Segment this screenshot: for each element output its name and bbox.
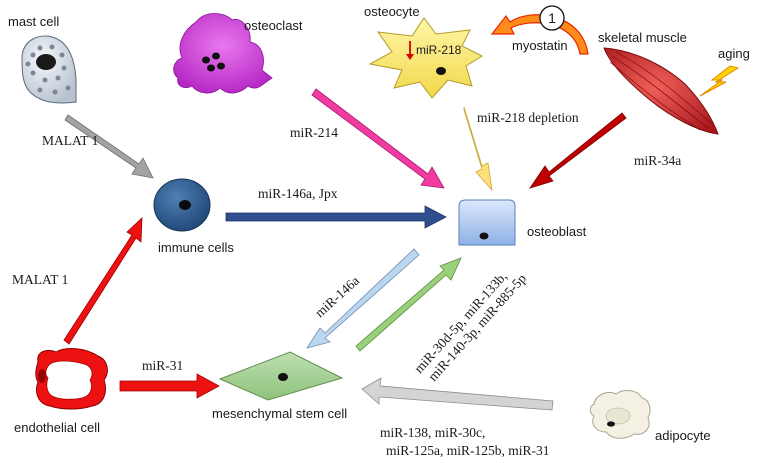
arrow-osteoblast-to-msc	[306, 248, 420, 349]
mir146a-jpx-label: miR-146a, Jpx	[258, 186, 338, 201]
mir31-label: miR-31	[142, 358, 183, 373]
arrow-adipocyte-to-msc	[361, 377, 554, 411]
osteocyte-inner-label: miR-218	[416, 43, 462, 57]
msc-osteoblast-label-2: miR-140-3p, miR-885-5p	[425, 271, 529, 384]
adipocyte-label-1: miR-138, miR-30c,	[380, 425, 485, 440]
osteoblast-label: osteoblast	[527, 224, 587, 239]
mir214-label: miR-214	[290, 125, 338, 140]
lightning-icon	[699, 65, 740, 97]
msc-label: mesenchymal stem cell	[212, 406, 347, 421]
endothelial-cell-icon	[35, 348, 108, 410]
aging-label: aging	[718, 46, 750, 61]
arrow-immune-to-osteoblast	[225, 205, 447, 229]
skeletal-muscle-icon	[603, 47, 719, 135]
arrow-msc-to-osteoblast	[355, 257, 462, 352]
adipocyte-label-2: miR-125a, miR-125b, miR-31	[386, 443, 550, 458]
arrow-osteoclast-to-osteoblast	[311, 88, 445, 189]
mast-cell-label: mast cell	[8, 14, 59, 29]
arrow-endothelial-to-msc	[119, 373, 220, 399]
endothelial-cell-label: endothelial cell	[14, 420, 100, 435]
myostatin-label: myostatin	[512, 38, 568, 53]
osteoclast-label: osteoclast	[244, 18, 303, 33]
step-number: 1	[548, 10, 556, 26]
osteoblast-icon	[458, 199, 516, 246]
msc-icon	[218, 351, 344, 401]
adipocyte-icon	[589, 390, 651, 439]
osteocyte-icon	[368, 17, 484, 99]
mast-cell-icon	[21, 35, 77, 104]
msc-osteoblast-label-1: miR-30d-5p, miR-133b,	[411, 269, 510, 376]
mir218-depletion-label: miR-218 depletion	[477, 110, 579, 125]
osteoclast-icon	[173, 13, 273, 94]
immune-cells-label: immune cells	[158, 240, 234, 255]
arrow-muscle-to-osteoblast	[529, 112, 627, 189]
mir146a-label: miR-146a	[312, 273, 362, 320]
skeletal-muscle-label: skeletal muscle	[598, 30, 687, 45]
arrow-myostatin	[490, 14, 589, 55]
osteocyte-label: osteocyte	[364, 4, 420, 19]
malat1-top-label: MALAT 1	[42, 133, 98, 148]
immune-cell-icon	[153, 178, 211, 232]
arrow-osteocyte-to-osteoblast	[463, 106, 493, 192]
malat1-left-label: MALAT 1	[12, 272, 68, 287]
step-number-badge	[539, 5, 565, 31]
mir34a-label: miR-34a	[634, 153, 681, 168]
adipocyte-cell-label: adipocyte	[655, 428, 711, 443]
arrow-mast-to-immune	[64, 114, 154, 179]
arrow-endothelial-to-immune	[63, 217, 143, 345]
